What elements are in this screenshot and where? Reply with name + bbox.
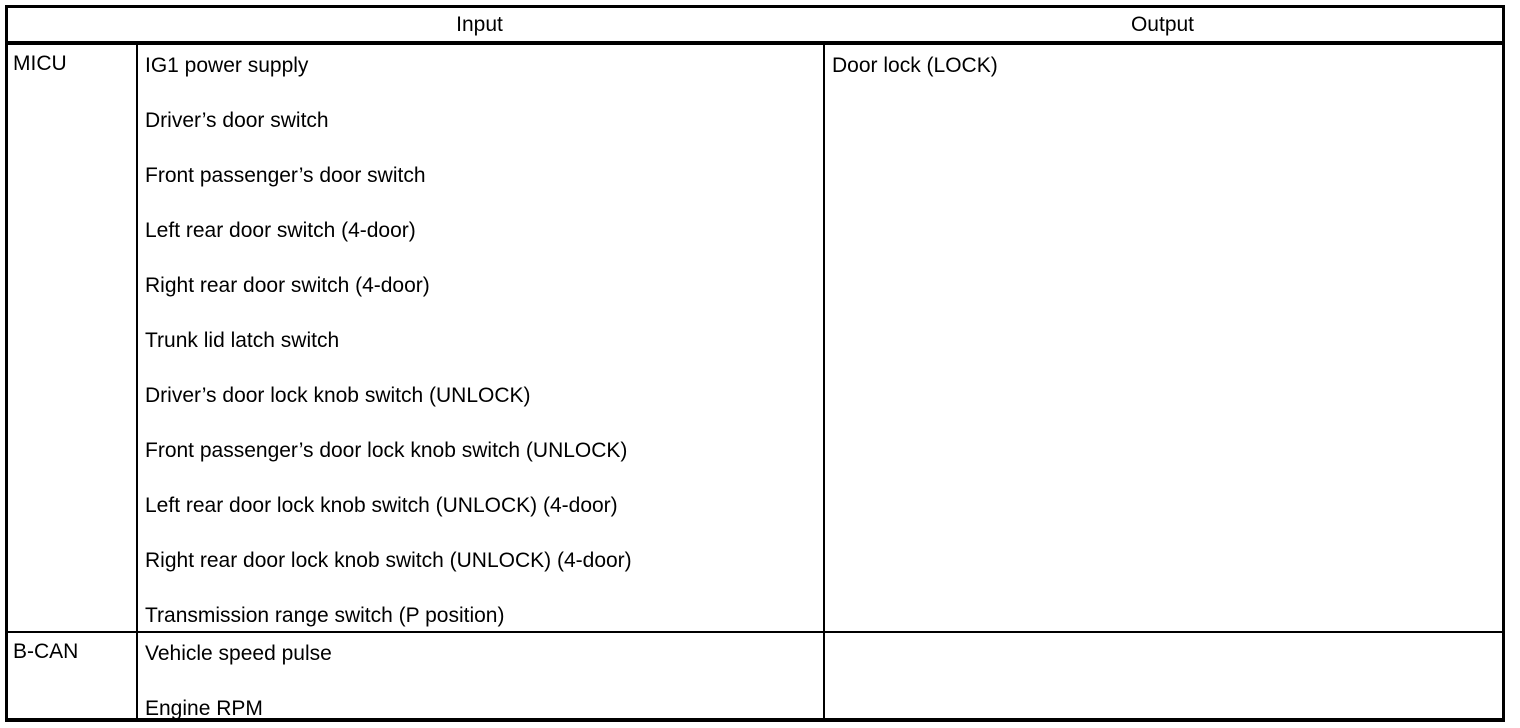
row-input-cell: IG1 power supply Driver’s door switch Fr…: [138, 45, 823, 657]
list-item: Front passenger’s door lock knob switch …: [145, 439, 628, 462]
list-item: Trunk lid latch switch: [145, 329, 340, 352]
header-cell-system: [8, 8, 136, 41]
list-item: Engine RPM: [145, 697, 263, 720]
list-item: IG1 power supply: [145, 54, 309, 77]
list-item: Driver’s door lock knob switch (UNLOCK): [145, 384, 531, 407]
list-item: Right rear door lock knob switch (UNLOCK…: [145, 549, 632, 572]
list-item: Transmission range switch (P position): [145, 604, 505, 627]
table-header-row: Input Output: [8, 8, 1502, 45]
row-output-cell: [825, 633, 1502, 640]
list-item: Right rear door switch (4-door): [145, 274, 430, 297]
column-divider-input-output: [823, 45, 825, 718]
row-input-cell: Vehicle speed pulse Engine RPM: [138, 633, 823, 720]
input-output-table: Input Output MICU IG1 power supply Drive…: [5, 5, 1505, 722]
row-output-cell: Door lock (LOCK): [825, 45, 1502, 79]
list-item: Driver’s door switch: [145, 109, 329, 132]
list-item: Left rear door lock knob switch (UNLOCK)…: [145, 494, 618, 517]
table-row: MICU IG1 power supply Driver’s door swit…: [8, 45, 1502, 633]
header-cell-output: Output: [1130, 13, 1195, 36]
table-row: B-CAN Vehicle speed pulse Engine RPM: [8, 633, 1502, 720]
column-divider-system-input: [136, 45, 138, 718]
header-cell-input: Input: [456, 13, 503, 36]
list-item: Left rear door switch (4-door): [145, 219, 416, 242]
list-item: Vehicle speed pulse: [145, 642, 332, 665]
row-system-label: B-CAN: [13, 640, 79, 663]
list-item: Door lock (LOCK): [832, 54, 998, 77]
list-item: Front passenger’s door switch: [145, 164, 426, 187]
row-system-label: MICU: [13, 52, 67, 75]
